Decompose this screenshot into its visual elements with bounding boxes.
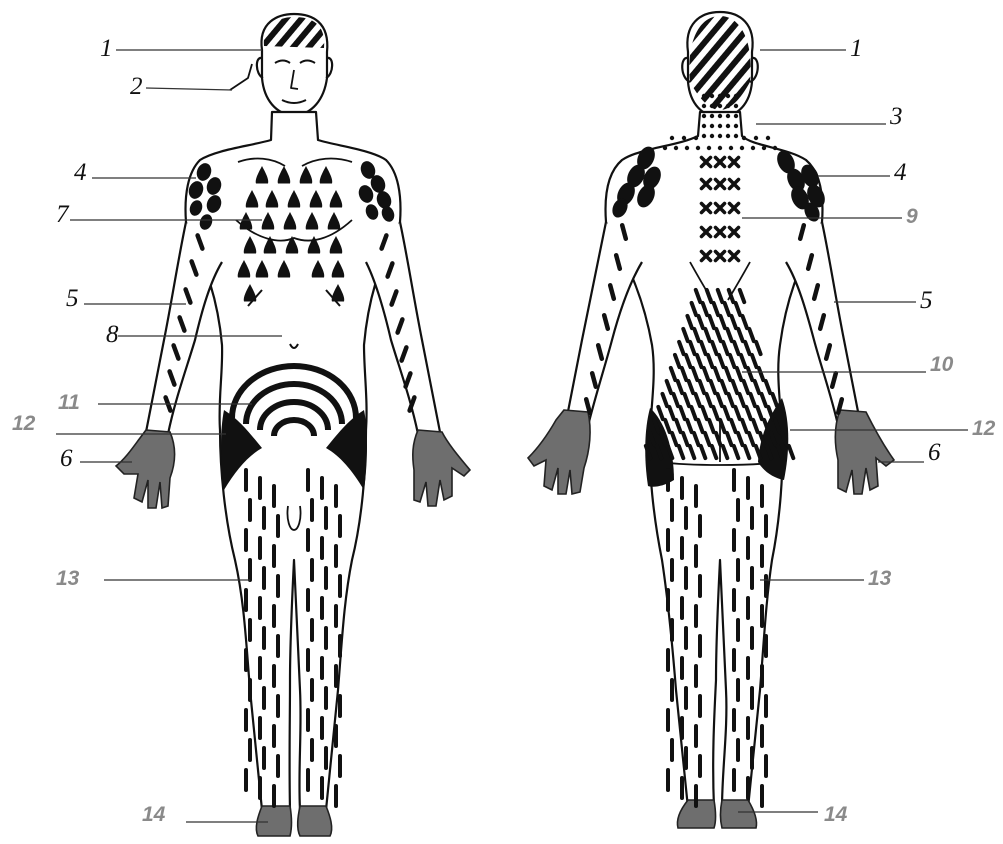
back-hand-right (835, 410, 894, 494)
neck-dot-mark (718, 124, 722, 128)
back-label-hand: 6 (928, 440, 941, 465)
neck-dot-mark (766, 136, 770, 140)
back-label-upper-arm: 5 (920, 288, 933, 313)
neck-dot-mark (754, 136, 758, 140)
neck-dot-mark (726, 104, 730, 108)
front-label-groin: 11 (58, 392, 80, 413)
neck-dot-mark (740, 146, 744, 150)
neck-dot-mark (663, 146, 667, 150)
neck-dot-mark (696, 146, 700, 150)
neck-dot-mark (694, 136, 698, 140)
back-label-foot: 14 (824, 804, 847, 825)
back-label-hip: 12 (972, 418, 995, 439)
neck-dot-mark (710, 114, 714, 118)
neck-dot-mark (734, 94, 738, 98)
neck-dot-mark (702, 124, 706, 128)
back-arm-left-outline (564, 222, 642, 434)
front-foot-right (256, 806, 291, 836)
neck-dot-mark (729, 146, 733, 150)
neck-dot-mark (726, 114, 730, 118)
neck-dot-mark (734, 114, 738, 118)
front-label-abdomen: 8 (106, 322, 119, 347)
neck-dot-mark (734, 134, 738, 138)
front-foot-left (298, 806, 332, 836)
neck-dot-mark (718, 114, 722, 118)
label-leader-lines (56, 50, 968, 822)
lower-back-dash-mark (789, 446, 793, 458)
front-label-head: 1 (100, 36, 113, 61)
back-label-lower-back: 10 (930, 354, 953, 375)
neck-dot-mark (707, 146, 711, 150)
front-arm-left-outline (366, 222, 440, 434)
front-hand-left (413, 430, 470, 506)
front-label-leg: 13 (56, 568, 79, 589)
neck-dot-mark (702, 94, 706, 98)
back-hand-left (528, 410, 590, 494)
neck-dot-mark (734, 104, 738, 108)
neck-dot-mark (718, 134, 722, 138)
front-label-upper-arm: 5 (66, 286, 79, 311)
neck-dot-mark (702, 104, 706, 108)
neck-dot-mark (670, 136, 674, 140)
neck-dot-mark (726, 134, 730, 138)
back-label-upper-back: 9 (906, 206, 918, 227)
back-arm-right-outline (786, 222, 862, 434)
neck-dot-mark (751, 146, 755, 150)
neck-dot-mark (702, 134, 706, 138)
back-label-neck: 3 (890, 104, 903, 129)
back-torso-outline (606, 112, 823, 808)
neck-dot-mark (773, 146, 777, 150)
front-label-hip: 12 (12, 413, 35, 434)
neck-dot-mark (702, 114, 706, 118)
neck-dot-mark (742, 136, 746, 140)
front-ear-pointer (230, 64, 252, 90)
front-label-hand: 6 (60, 446, 73, 471)
back-feet (677, 800, 756, 828)
leader-line (146, 88, 232, 90)
back-label-shoulder: 4 (894, 160, 907, 185)
neck-dot-mark (710, 124, 714, 128)
front-label-shoulder: 4 (74, 160, 87, 185)
front-label-ear: 2 (130, 74, 143, 99)
neck-dot-mark (718, 104, 722, 108)
neck-dot-mark (710, 94, 714, 98)
neck-dot-mark (710, 104, 714, 108)
neck-dot-mark (762, 146, 766, 150)
front-hand-right (116, 430, 175, 508)
front-feet (256, 806, 331, 836)
neck-dot-mark (726, 124, 730, 128)
neck-dot-mark (674, 146, 678, 150)
back-label-leg: 13 (868, 568, 891, 589)
front-label-chest: 7 (56, 202, 69, 227)
back-label-head: 1 (850, 36, 863, 61)
neck-dot-mark (682, 136, 686, 140)
neck-dot-mark (685, 146, 689, 150)
back-foot-right (721, 800, 757, 828)
front-figure (146, 14, 440, 810)
neck-dot-mark (734, 124, 738, 128)
neck-dot-mark (718, 94, 722, 98)
front-label-foot: 14 (142, 804, 165, 825)
neck-dot-mark (718, 146, 722, 150)
neck-dot-mark (726, 94, 730, 98)
neck-dot-mark (710, 134, 714, 138)
